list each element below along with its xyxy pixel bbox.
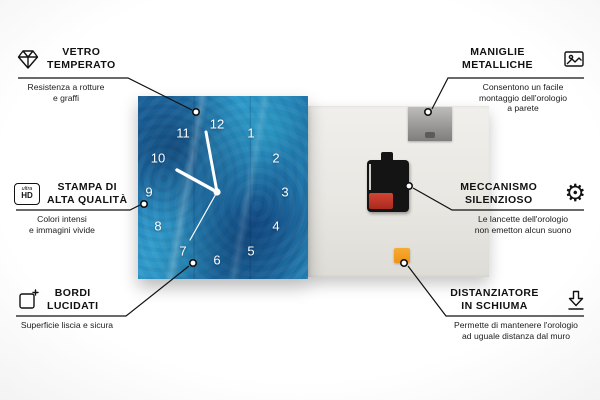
connector-dot-vetro xyxy=(192,108,201,117)
glass-reflection xyxy=(138,96,308,279)
callout-title: SILENZIOSO xyxy=(464,193,533,206)
connector-dot-stampa xyxy=(140,200,149,209)
clock-number-4: 4 xyxy=(272,218,280,234)
diamond-icon xyxy=(16,47,40,71)
battery xyxy=(369,193,393,209)
hanger-slot xyxy=(425,132,435,138)
ultra-hd-icon: ultra HD xyxy=(14,182,40,205)
clock-number-5: 5 xyxy=(247,243,255,259)
polished-edge-icon xyxy=(16,288,40,312)
connector-line-maniglie xyxy=(431,77,584,110)
clock-number-11: 11 xyxy=(176,125,190,141)
connector-dot-meccanismo xyxy=(404,182,413,191)
callout-desc-distanziatore: Permette di mantenere l'orologio ad ugua… xyxy=(454,320,578,341)
clock-mechanism xyxy=(367,152,409,212)
connector-line-vetro xyxy=(18,77,193,111)
callout-desc-vetro: Resistenza a rotture e graffi xyxy=(27,82,105,103)
clock-number-9: 9 xyxy=(145,184,153,200)
callout-title: TEMPERATO xyxy=(47,58,116,71)
clock-number-7: 7 xyxy=(179,243,187,259)
down-arrow-icon xyxy=(564,288,588,312)
connector-line-distanziatore xyxy=(407,265,584,317)
callout-title: VETRO xyxy=(62,46,101,58)
callout-stampa-alta-qualita: ultra HD STAMPA DI ALTA QUALITÀ xyxy=(14,181,127,206)
clock-number-10: 10 xyxy=(150,150,166,166)
connector-dot-maniglie xyxy=(423,108,432,117)
connector-line-bordi xyxy=(16,265,190,317)
clock-number-6: 6 xyxy=(213,252,221,268)
clock-number-12: 12 xyxy=(209,116,225,132)
foam-spacer xyxy=(394,248,410,263)
callout-vetro-temperato: VETRO TEMPERATO xyxy=(16,46,116,71)
callout-title: MANIGLIE xyxy=(470,46,525,58)
connector-line-stampa xyxy=(16,204,141,211)
callout-desc-meccanismo: Le lancette dell'orologio non emetton al… xyxy=(474,214,572,235)
clock-number-8: 8 xyxy=(154,218,162,234)
callout-title: IN SCHIUMA xyxy=(461,299,528,312)
connector-dot-bordi xyxy=(189,258,198,267)
callout-title: LUCIDATI xyxy=(47,299,99,312)
clock-hands xyxy=(175,130,221,241)
clock-front-image: 12 1 2 3 4 5 6 7 8 9 10 11 xyxy=(138,96,308,279)
callout-title: ALTA QUALITÀ xyxy=(47,193,128,206)
callout-distanziatore-in-schiuma: DISTANZIATORE IN SCHIUMA xyxy=(432,287,588,312)
callout-desc-stampa: Colori intensi e immagini vivide xyxy=(29,214,95,235)
callout-title: METALLICHE xyxy=(462,58,533,71)
callout-title: DISTANZIATORE xyxy=(450,287,539,299)
callout-meccanismo-silenzioso: MECCANISMO SILENZIOSO ⚙ xyxy=(440,181,586,206)
callout-desc-maniglie: Consentono un facile montaggio dell'orol… xyxy=(478,82,568,113)
callout-desc-bordi: Superficie liscia e sicura xyxy=(20,320,114,330)
picture-frame-icon xyxy=(562,47,586,71)
callout-maniglie-metalliche: MANIGLIE METALLICHE xyxy=(440,46,586,71)
clock-number-2: 2 xyxy=(272,150,280,166)
mechanism-edge-highlight xyxy=(369,164,371,190)
callout-title: BORDI xyxy=(54,287,91,299)
callout-bordi-lucidati: BORDI LUCIDATI xyxy=(16,287,98,312)
clock-number-1: 1 xyxy=(247,125,255,141)
clock-number-3: 3 xyxy=(281,184,289,200)
connector-line-meccanismo xyxy=(412,187,584,211)
connector-dot-distanziatore xyxy=(399,258,408,267)
gear-icon: ⚙ xyxy=(564,179,586,207)
mechanism-hook xyxy=(381,152,393,161)
callout-title: STAMPA DI xyxy=(57,181,117,193)
callout-title: MECCANISMO xyxy=(460,181,538,193)
